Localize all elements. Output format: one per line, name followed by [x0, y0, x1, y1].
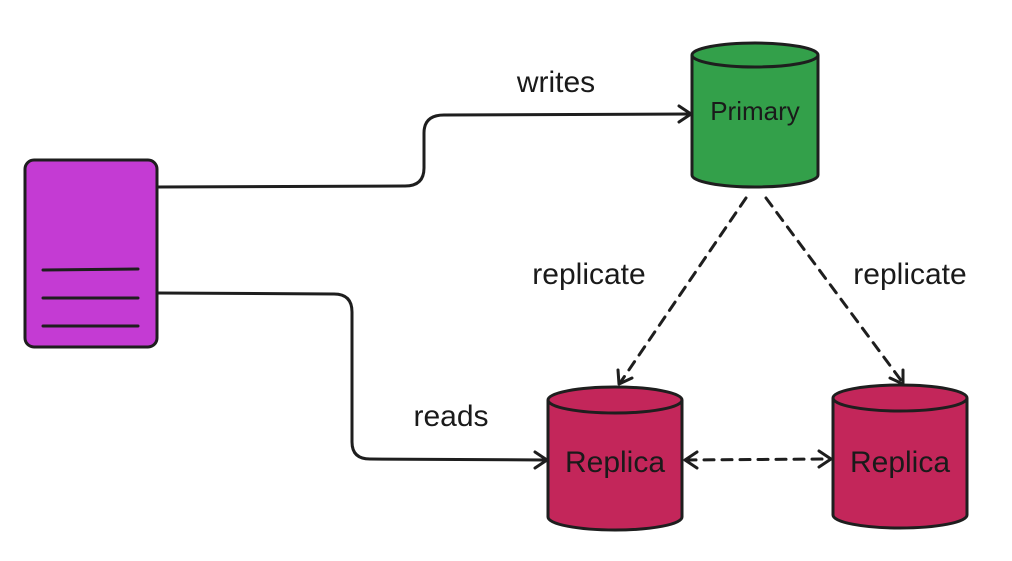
primary-cylinder-top	[690, 41, 820, 69]
reads-label: reads	[413, 400, 488, 433]
document-icon	[41, 267, 140, 328]
replicate-right-label: replicate	[853, 258, 966, 291]
replica-right-cylinder-top	[831, 383, 969, 413]
replicate-left-label: replicate	[532, 258, 645, 291]
replicate-left-arrowhead	[616, 368, 634, 386]
primary-label: Primary	[710, 96, 800, 126]
replica-sync-connector	[684, 457, 832, 462]
replica-left-cylinder-top	[546, 385, 684, 415]
replica-right-cylinder-body	[831, 398, 969, 530]
replicate-left-connector	[618, 196, 748, 385]
replica-sync-arrowhead-left	[683, 450, 699, 470]
reads-connector	[155, 291, 548, 462]
replicate-right-connector	[764, 196, 905, 385]
client-node	[23, 158, 159, 349]
replica-right-database: Replica	[831, 383, 969, 530]
document-line-1	[41, 267, 140, 272]
replicate-right-edge: replicate	[764, 196, 967, 386]
replicate-left-edge: replicate	[532, 196, 748, 386]
replica-left-cylinder-body	[546, 400, 684, 532]
replica-left-label: Replica	[565, 446, 665, 479]
replica-sync-arrowhead-right	[817, 449, 833, 469]
replica-right-label: Replica	[850, 446, 950, 479]
replica-sync-edge	[683, 449, 833, 470]
writes-edge: writes	[155, 66, 693, 189]
client-box	[23, 158, 159, 349]
primary-database: Primary	[690, 41, 820, 189]
replica-left-database: Replica	[546, 385, 684, 532]
writes-label: writes	[516, 66, 595, 99]
reads-edge: reads	[155, 291, 549, 470]
primary-cylinder-body	[690, 55, 820, 189]
writes-connector	[155, 112, 692, 189]
